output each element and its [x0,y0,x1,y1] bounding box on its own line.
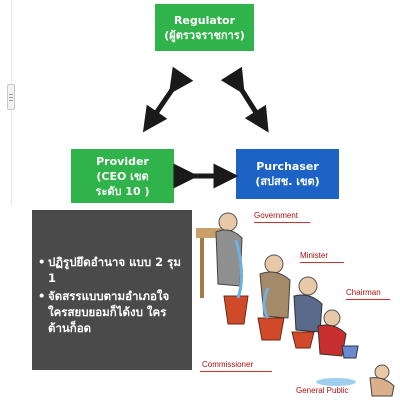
bullet-panel: • ปฏิรูปยึดอำนาจ แบบ 2 รุม 1 • จัดสรรแบบ… [32,210,192,370]
bullet-text: จัดสรรแบบตามอำเภอใจ ใครสยบยอมก็ได้งบ ใคร… [48,289,170,335]
purchaser-title: Purchaser [256,160,319,173]
label-general-public: General Public [296,386,349,395]
label-underline [346,299,390,300]
purchaser-box: Purchaser (สปสช. เขต) [236,149,339,199]
label-chairman: Chairman [346,288,381,297]
label-commissioner: Commissioner [202,360,254,369]
label-government: Government [254,211,299,220]
cartoon-figures [196,212,395,397]
arrow-regulator-purchaser [220,66,269,133]
label-minister: Minister [300,251,329,260]
left-border-line [11,0,12,84]
provider-line2: (CEO เขต [96,169,149,183]
cartoon-illustration: Government Minister Chairman Commissione… [196,206,400,400]
left-border-line-lower [11,110,12,206]
bullet-dot: • [38,289,46,303]
purchaser-subtitle: (สปสช. เขต) [255,175,320,188]
bullet-item: • จัดสรรแบบตามอำเภอใจ ใครสยบยอมก็ได้งบ ใ… [38,288,188,336]
arrow-regulator-provider [142,66,194,133]
bullet-list: • ปฏิรูปยึดอำนาจ แบบ 2 รุม 1 • จัดสรรแบบ… [38,254,188,338]
bullet-dot: • [38,255,46,269]
label-underline [254,222,310,223]
label-underline [200,371,272,372]
provider-line3: ระดับ 10 ) [95,184,150,198]
side-scroll-handle[interactable] [7,84,15,110]
regulator-box: Regulator (ผู้ตรวจราชการ) [155,4,254,51]
regulator-subtitle: (ผู้ตรวจราชการ) [164,28,245,42]
provider-box: Provider (CEO เขต ระดับ 10 ) [71,149,174,203]
relationship-arrows [142,66,269,189]
label-underline [300,262,344,263]
provider-title: Provider [96,154,149,168]
bullet-text: ปฏิรูปยึดอำนาจ แบบ 2 รุม 1 [48,255,181,285]
regulator-title: Regulator [173,13,236,27]
bullet-item: • ปฏิรูปยึดอำนาจ แบบ 2 รุม 1 [38,254,188,286]
